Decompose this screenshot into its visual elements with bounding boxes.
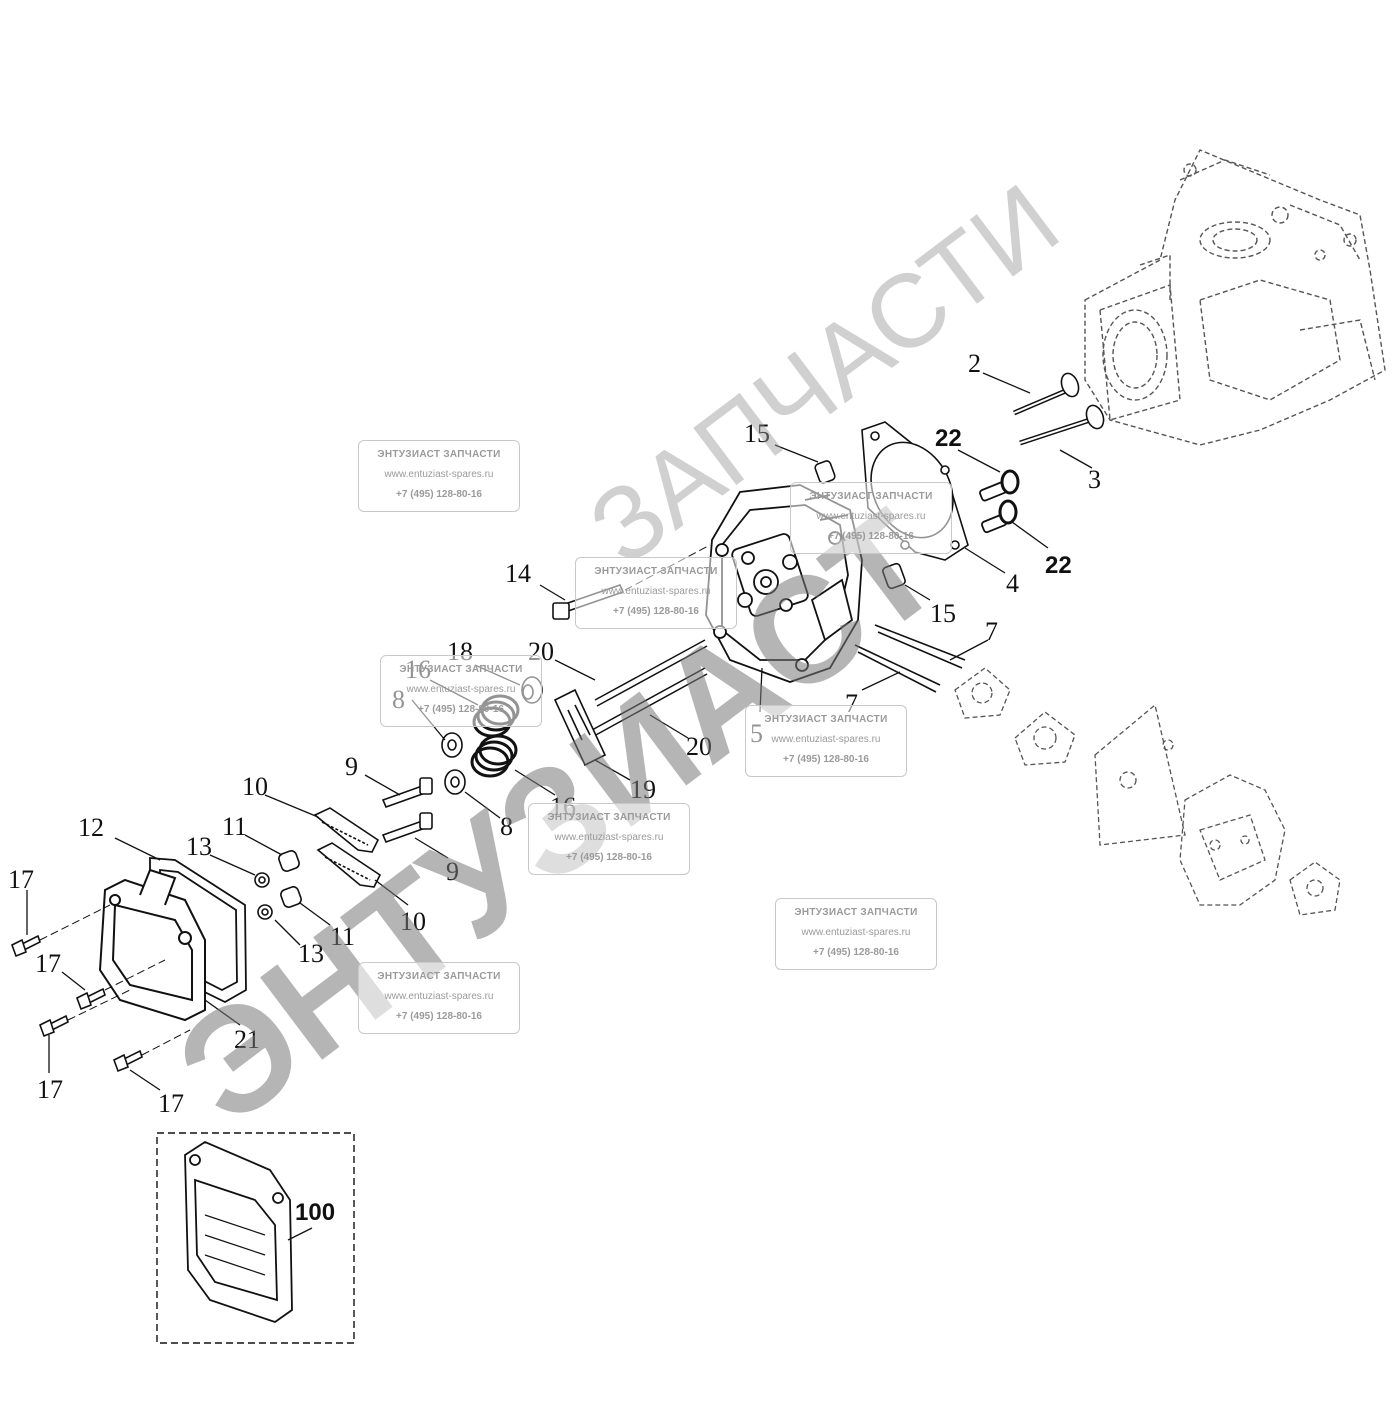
contact-stamp-3: ЭНТУЗИАСТ ЗАПЧАСТИ www.entuziast-spares.… (790, 482, 952, 554)
kit-inset-frame (156, 1132, 355, 1344)
lock-nuts (254, 872, 273, 920)
stamp-title: ЭНТУЗИАСТ ЗАПЧАСТИ (547, 812, 671, 823)
contact-stamp-1: ЭНТУЗИАСТ ЗАПЧАСТИ www.entuziast-spares.… (358, 440, 520, 512)
stamp-site: www.entuziast-spares.ru (406, 684, 516, 695)
callout-17c: 17 (37, 1075, 63, 1104)
callout-9b: 9 (446, 857, 459, 886)
stamp-phone: +7 (495) 128-80-16 (783, 754, 869, 765)
callout-8b: 8 (500, 812, 513, 841)
callout-7a: 7 (985, 617, 998, 646)
studs (854, 624, 966, 693)
cover-bolts (11, 934, 143, 1073)
pivot-balls (278, 850, 302, 908)
contact-stamp-5: ЭНТУЗИАСТ ЗАПЧАСТИ www.entuziast-spares.… (745, 705, 907, 777)
stamp-title: ЭНТУЗИАСТ ЗАПЧАСТИ (377, 449, 501, 460)
callout-2: 2 (968, 349, 981, 378)
callout-13a: 13 (186, 832, 212, 861)
callout-17b: 17 (35, 949, 61, 978)
stamp-title: ЭНТУЗИАСТ ЗАПЧАСТИ (764, 714, 888, 725)
spring-retainers (441, 732, 466, 795)
callout-4: 4 (1006, 569, 1019, 598)
stamp-phone: +7 (495) 128-80-16 (813, 947, 899, 958)
stamp-phone: +7 (495) 128-80-16 (566, 852, 652, 863)
contact-stamp-2: ЭНТУЗИАСТ ЗАПЧАСТИ www.entuziast-spares.… (575, 557, 737, 629)
callout-13b: 13 (298, 939, 324, 968)
valves (1013, 372, 1105, 446)
stamp-phone: +7 (495) 128-80-16 (828, 531, 914, 542)
stamp-title: ЭНТУЗИАСТ ЗАПЧАСТИ (377, 971, 501, 982)
callout-21: 21 (234, 1025, 260, 1054)
stamp-site: www.entuziast-spares.ru (384, 469, 494, 480)
stamp-title: ЭНТУЗИАСТ ЗАПЧАСТИ (809, 491, 933, 502)
stamp-site: www.entuziast-spares.ru (816, 511, 926, 522)
intake-gaskets-ghost (954, 667, 1341, 916)
callout-17d: 17 (158, 1089, 184, 1118)
callout-15b: 15 (930, 599, 956, 628)
callout-15a: 15 (744, 419, 770, 448)
callout-100: 100 (295, 1199, 335, 1226)
contact-stamp-8: ЭНТУЗИАСТ ЗАПЧАСТИ www.entuziast-spares.… (358, 962, 520, 1034)
dowel-pins (814, 460, 906, 590)
stamp-title: ЭНТУЗИАСТ ЗАПЧАСТИ (794, 907, 918, 918)
cover-assembly-inset (184, 1140, 293, 1323)
stamp-phone: +7 (495) 128-80-16 (396, 1011, 482, 1022)
callout-19: 19 (630, 775, 656, 804)
callout-22b: 22 (1045, 552, 1072, 579)
contact-stamp-6: ЭНТУЗИАСТ ЗАПЧАСТИ www.entuziast-spares.… (528, 803, 690, 875)
push-rods (591, 639, 708, 737)
stamp-phone: +7 (495) 128-80-16 (613, 606, 699, 617)
callout-11b: 11 (330, 922, 355, 951)
stamp-phone: +7 (495) 128-80-16 (418, 704, 504, 715)
contact-stamp-7: ЭНТУЗИАСТ ЗАПЧАСТИ www.entuziast-spares.… (775, 898, 937, 970)
stamp-site: www.entuziast-spares.ru (801, 927, 911, 938)
stamp-title: ЭНТУЗИАСТ ЗАПЧАСТИ (594, 566, 718, 577)
callout-20b: 20 (686, 732, 712, 761)
guide-plate (553, 688, 607, 767)
valve-guides (979, 469, 1020, 534)
callout-9a: 9 (345, 752, 358, 781)
callout-11a: 11 (222, 812, 247, 841)
callout-10b: 10 (400, 907, 426, 936)
callout-3: 3 (1088, 465, 1101, 494)
engine-block-ghost (1084, 149, 1386, 446)
stamp-site: www.entuziast-spares.ru (554, 832, 664, 843)
stamp-title: ЭНТУЗИАСТ ЗАПЧАСТИ (399, 664, 523, 675)
stamp-site: www.entuziast-spares.ru (384, 991, 494, 1002)
callout-12: 12 (78, 813, 104, 842)
stamp-site: www.entuziast-spares.ru (771, 734, 881, 745)
rocker-studs (381, 777, 433, 844)
callout-10a: 10 (242, 772, 268, 801)
callout-17a: 17 (8, 865, 34, 894)
callout-22a: 22 (935, 425, 962, 452)
stamp-phone: +7 (495) 128-80-16 (396, 489, 482, 500)
stamp-site: www.entuziast-spares.ru (601, 586, 711, 597)
callout-14: 14 (505, 559, 531, 588)
contact-stamp-4: ЭНТУЗИАСТ ЗАПЧАСТИ www.entuziast-spares.… (380, 655, 542, 727)
leader-lines (26, 372, 1093, 1241)
